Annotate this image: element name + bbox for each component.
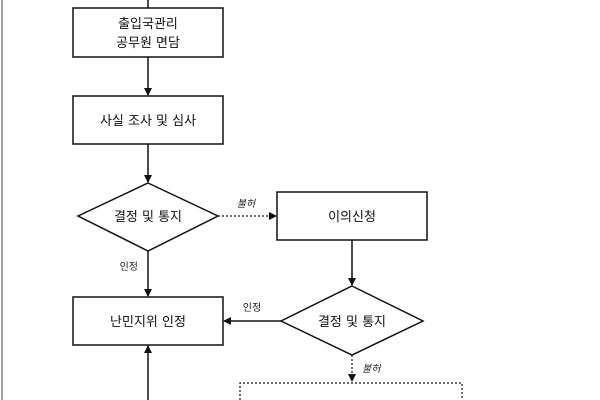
node-fact-investigation: 사실 조사 및 심사 [72,95,224,145]
node-decision-notice-1: 결정 및 통지 [76,182,220,252]
node-objection-filing-label: 이의신청 [328,210,376,225]
node-immigration-interview: 출입국관리 공무원 면담 [72,7,224,58]
edge-label-decision1-to-recognition: 인정 [120,261,138,273]
node-refugee-recognition-label: 난민지위 인정 [110,315,186,330]
node-decision-notice-2: 결정 및 통지 [279,285,425,356]
node-next-step-dotted-box [239,382,463,400]
node-immigration-interview-line2: 공무원 면담 [116,36,180,51]
node-immigration-interview-line1: 출입국관리 [118,17,178,32]
node-fact-investigation-label: 사실 조사 및 심사 [100,114,196,129]
edge-label-decision2-to-below: 불허 [362,363,382,375]
edge-label-decision1-to-objection: 불허 [237,198,257,210]
edge-label-decision2-to-recognition: 인정 [243,302,261,314]
node-objection-filing: 이의신청 [276,191,428,241]
node-decision-notice-2-label: 결정 및 통지 [318,315,386,330]
node-decision-notice-1-label: 결정 및 통지 [114,210,182,225]
node-refugee-recognition: 난민지위 인정 [72,296,224,346]
